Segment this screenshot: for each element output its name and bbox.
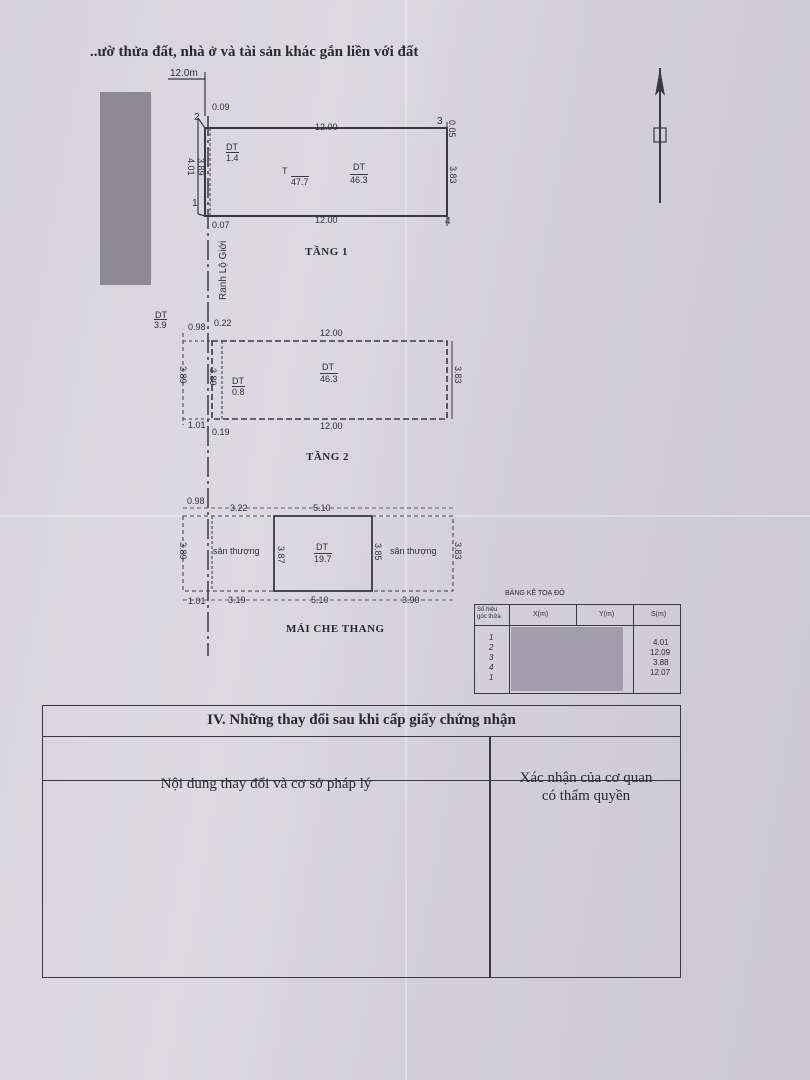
document-header: ..ườ thửa đất, nhà ở và tài sản khác gắn… xyxy=(90,44,418,61)
dim-label: 0.09 xyxy=(212,102,230,112)
dim-label: 3.89 xyxy=(178,366,188,384)
dim-label: 0.19 xyxy=(212,427,230,437)
dim-label: 3.83 xyxy=(453,542,463,560)
paper-fold xyxy=(0,515,810,517)
paper-fold xyxy=(405,0,407,1080)
dim-label: 0.07 xyxy=(212,220,230,230)
area-label: DT xyxy=(353,162,365,172)
changes-table: IV. Những thay đổi sau khi cấp giấy chứn… xyxy=(42,705,681,978)
area-value: 47.7 xyxy=(291,176,309,187)
dim-label: 0.05 xyxy=(447,120,457,138)
dim-label: 4.01 xyxy=(186,158,196,176)
coord-table-title: BẢNG KÊ TOẠ ĐỘ xyxy=(505,590,565,597)
col-confirm-line2: có thẩm quyền xyxy=(541,788,631,804)
area-label: DT xyxy=(155,310,167,320)
table-cell: 2 xyxy=(489,643,494,652)
dim-label: 3.19 xyxy=(228,595,246,605)
table-header: X(m) xyxy=(533,611,549,618)
area-label: DT xyxy=(322,362,334,372)
area-value: 46.3 xyxy=(350,174,368,185)
corner-label: 2 xyxy=(194,112,200,123)
floor-plan-drawing xyxy=(168,72,454,656)
boundary-label: Ranh Lộ Giới xyxy=(218,240,229,300)
area-value: 46.3 xyxy=(320,373,338,384)
header-title: nhà ở và tài sản khác gắn liền với đất xyxy=(180,44,419,60)
north-arrow-icon xyxy=(653,68,667,203)
changes-header-row: Nội dung thay đổi và cơ sở pháp lý Xác n… xyxy=(43,736,680,804)
area-label: T xyxy=(282,166,288,176)
area-value: 1.4 xyxy=(226,152,239,163)
dim-label: 3.22 xyxy=(230,503,248,513)
col-confirm-header: Xác nhận của cơ quan có thẩm quyền xyxy=(491,769,681,805)
area-label: DT xyxy=(232,376,244,386)
table-cell: 1 xyxy=(489,633,494,642)
dim-label: 0.98 xyxy=(188,322,206,332)
col-confirm-line1: Xác nhận của cơ quan xyxy=(519,770,653,786)
table-header: S(m) xyxy=(651,611,667,618)
table-header: Số hiệu góc thửa xyxy=(477,607,501,620)
table-header: Y(m) xyxy=(599,611,615,618)
dim-label: 12.00 xyxy=(315,122,338,132)
dim-label: 5.10 xyxy=(313,503,331,513)
redacted-block xyxy=(100,92,151,285)
table-cell: 12.07 xyxy=(650,668,671,677)
dim-label: 1.01 xyxy=(188,596,206,606)
terrace-label: sân thượng xyxy=(390,546,437,556)
table-cell: 12.09 xyxy=(650,648,671,657)
table-cell: 3 xyxy=(489,653,494,662)
dim-label: 0.98 xyxy=(187,496,205,506)
dim-label: 3.85 xyxy=(373,543,383,561)
dim-label: 12.00 xyxy=(320,421,343,431)
area-value: 3.9 xyxy=(154,319,167,330)
table-cell: 4 xyxy=(489,663,494,672)
dim-label: 12.00 xyxy=(315,215,338,225)
dim-label: 3.89 xyxy=(208,368,218,386)
table-cell: 3.88 xyxy=(653,658,669,667)
table-cell: 4.01 xyxy=(653,638,669,647)
dim-label: 12.00 xyxy=(320,328,343,338)
floor-label: TẦNG 1 xyxy=(305,246,349,258)
dim-label: 3.83 xyxy=(448,166,458,184)
area-label: DT xyxy=(316,542,328,552)
area-value: 19.7 xyxy=(314,553,332,564)
dim-label: 3.83 xyxy=(453,366,463,384)
dim-label: 3.89 xyxy=(196,158,206,176)
coord-table: Số hiệu góc thửa X(m) Y(m) S(m) 1 2 3 4 … xyxy=(474,604,681,694)
col-content-header: Nội dung thay đổi và cơ sở pháp lý xyxy=(160,776,372,792)
dim-label: 3.89 xyxy=(178,542,188,560)
dim-label: 3.90 xyxy=(402,595,420,605)
dim-label: 0.22 xyxy=(214,318,232,328)
changes-title: IV. Những thay đổi sau khi cấp giấy chứn… xyxy=(207,712,516,728)
terrace-label: sân thượng xyxy=(213,546,260,556)
floor-label: MÁI CHE THANG xyxy=(286,623,385,635)
dim-label: 3.87 xyxy=(276,546,286,564)
scale-label: 12.0m xyxy=(170,68,198,79)
floor-label: TẦNG 2 xyxy=(306,451,350,463)
header-prefix: ..ườ thửa đất, xyxy=(90,44,177,60)
corner-label: 4 xyxy=(445,216,451,227)
corner-label: 3 xyxy=(437,116,443,127)
dim-label: 1.01 xyxy=(188,420,206,430)
area-label: DT xyxy=(226,142,238,152)
dim-label: 5.10 xyxy=(311,595,329,605)
changes-title-row: IV. Những thay đổi sau khi cấp giấy chứn… xyxy=(43,706,680,737)
area-value: 0.8 xyxy=(232,386,245,397)
corner-label: 1 xyxy=(192,198,198,209)
column-divider xyxy=(489,736,491,977)
table-cell: 1 xyxy=(489,673,494,682)
